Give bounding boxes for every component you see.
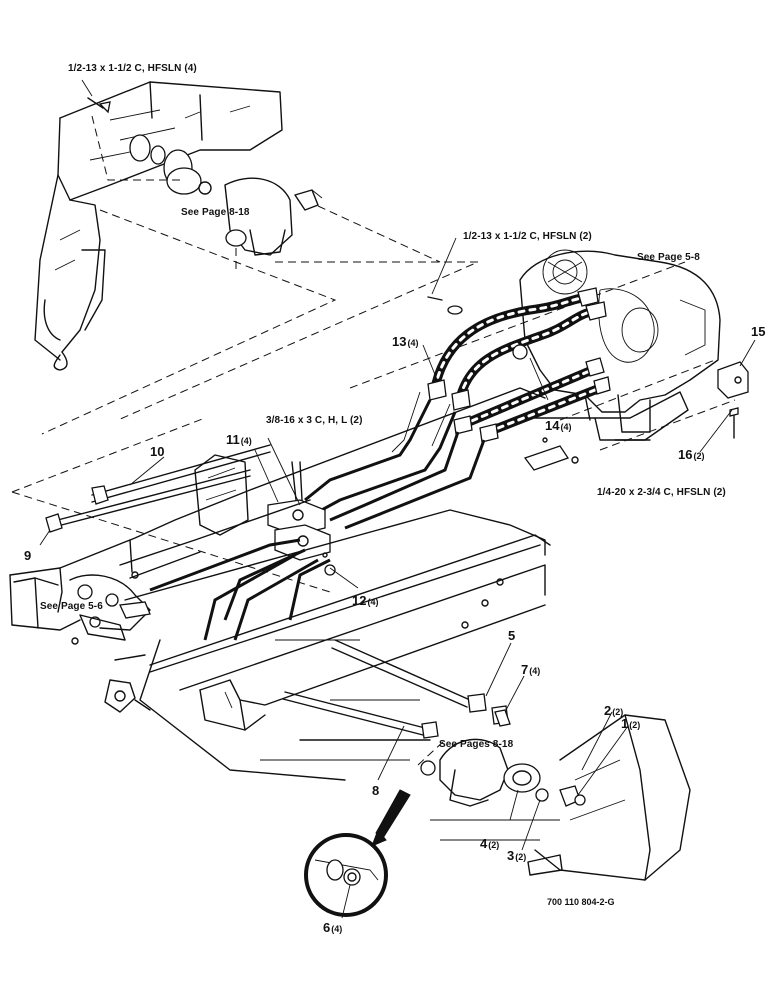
- callout-number: 8: [372, 783, 380, 798]
- top-motor-assembly: [91, 115, 323, 270]
- tube-8: [282, 691, 439, 781]
- callout-number: 3: [507, 848, 515, 863]
- callout-quantity: (2): [488, 840, 500, 850]
- lower-motor-assembly: [420, 709, 629, 851]
- lower-tubes: [149, 538, 331, 641]
- callout-number: 13: [392, 334, 407, 349]
- callout-quantity: (2): [515, 852, 527, 862]
- see-pages-motor-note: See Pages 8-18: [439, 739, 514, 750]
- callout-13: 13(4): [392, 334, 418, 350]
- callout-number: 7: [521, 662, 529, 677]
- hydraulic-hoses: [427, 287, 611, 443]
- upper-left-frame: [34, 81, 283, 371]
- callout-leaders: [39, 344, 439, 546]
- bolt-note-top-right: 1/2-13 x 1-1/2 C, HFSLN (2): [463, 231, 592, 242]
- part-14-fittings: [523, 357, 579, 471]
- callout-1: 1(2): [621, 716, 640, 732]
- steel-tubes: [304, 391, 486, 530]
- top-left-bolt: [81, 79, 111, 114]
- callout-11: 11(4): [226, 432, 252, 448]
- lower-right-bracket: [430, 714, 691, 881]
- callout-number: 15: [751, 324, 766, 339]
- see-page-left-note: See Page 5-6: [40, 601, 103, 612]
- callout-number: 9: [24, 548, 32, 563]
- valve-block: [267, 437, 331, 561]
- callout-7: 7(4): [521, 662, 540, 678]
- callout-number: 2: [604, 703, 612, 718]
- callout-number: 16: [678, 447, 693, 462]
- bolt-note-center: 3/8-16 x 3 C, H, L (2): [266, 415, 363, 426]
- callout-quantity: (4): [331, 924, 343, 934]
- left-linkage: [69, 539, 151, 713]
- callout-number: 1: [621, 716, 629, 731]
- callout-4: 4(2): [480, 836, 499, 852]
- part-12-fittings: [322, 552, 359, 589]
- callout-16: 16(2): [678, 447, 704, 463]
- callout-quantity: (4): [560, 422, 572, 432]
- callout-5: 5: [508, 628, 516, 644]
- callout-2: 2(2): [604, 703, 623, 719]
- callout-quantity: (4): [407, 338, 419, 348]
- see-page-top-note: See Page 8-18: [181, 207, 250, 218]
- lower-rails: [114, 509, 551, 781]
- bolt-note-top-left: 1/2-13 x 1-1/2 C, HFSLN (4): [68, 63, 197, 74]
- callout-number: 11: [226, 432, 240, 447]
- callout-quantity: (4): [367, 597, 379, 607]
- callout-number: 14: [545, 418, 560, 433]
- detail-bubble: [304, 789, 411, 919]
- callout-number: 12: [352, 593, 367, 608]
- gearbox: [519, 249, 721, 433]
- callout-quantity: (2): [693, 451, 705, 461]
- callout-12: 12(4): [352, 593, 378, 609]
- callout-14: 14(4): [545, 418, 571, 434]
- right-channel: [534, 391, 689, 441]
- main-frame: [9, 387, 546, 631]
- callout-15: 15: [751, 324, 766, 340]
- drawing-code: 700 110 804-2-G: [547, 897, 615, 907]
- callout-number: 4: [480, 836, 488, 851]
- callout-quantity: (2): [629, 720, 641, 730]
- bolt-note-bottom-right: 1/4-20 x 2-3/4 C, HFSLN (2): [597, 487, 726, 498]
- callout-quantity: (2): [612, 707, 624, 717]
- callout-9: 9: [24, 548, 32, 564]
- callout-number: 10: [150, 444, 165, 459]
- callout-quantity: (4): [529, 666, 541, 676]
- part-15-bracket: [699, 339, 756, 453]
- callout-8: 8: [372, 783, 380, 799]
- callout-number: 6: [323, 920, 331, 935]
- callout-6: 6(4): [323, 920, 342, 936]
- callout-10: 10: [150, 444, 165, 460]
- callout-3: 3(2): [507, 848, 526, 864]
- see-page-gearbox-note: See Page 5-8: [637, 252, 700, 263]
- gearbox-bolt: [427, 237, 528, 360]
- callout-number: 5: [508, 628, 516, 643]
- callout-quantity: (4): [240, 436, 252, 446]
